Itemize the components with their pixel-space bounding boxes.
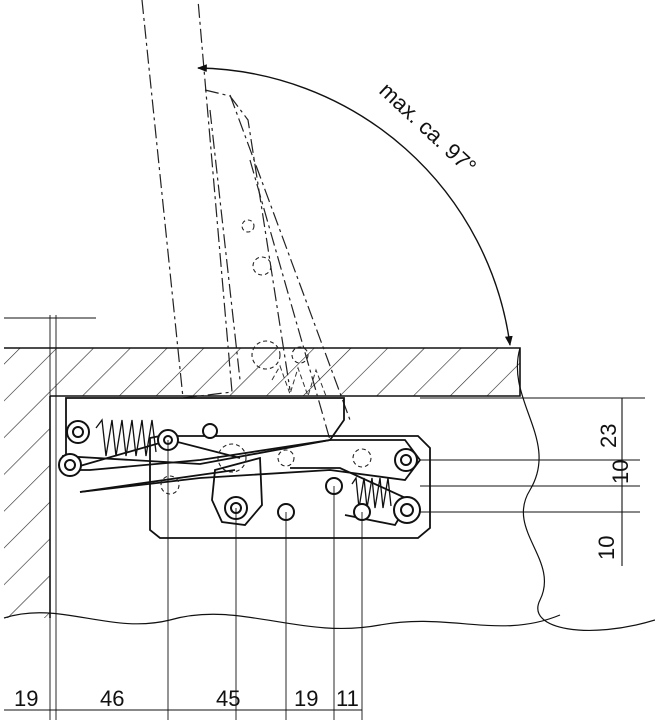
break-line-right <box>516 347 655 631</box>
dim-right-10-lower: 10 <box>594 536 619 560</box>
break-line-bottom <box>3 612 561 629</box>
opening-angle-label: max. ca. 97° <box>375 77 482 179</box>
dim-bottom-19-left: 19 <box>14 686 38 711</box>
phantom-holes <box>160 219 372 495</box>
opening-angle-arc <box>197 64 513 346</box>
spring-open-phantom <box>271 364 327 398</box>
extension-lines <box>4 315 645 720</box>
cabinet-top-panel <box>4 347 521 618</box>
dim-bottom-45: 45 <box>216 686 240 711</box>
spring-left <box>95 418 157 457</box>
dim-right-10-upper: 10 <box>608 460 633 484</box>
mounting-plate <box>149 435 431 539</box>
dim-bottom-46: 46 <box>100 686 124 711</box>
dim-bottom-19-right: 19 <box>294 686 318 711</box>
spring-right <box>351 476 392 509</box>
dim-right-23: 23 <box>596 424 621 448</box>
dim-bottom-11: 11 <box>336 686 359 711</box>
